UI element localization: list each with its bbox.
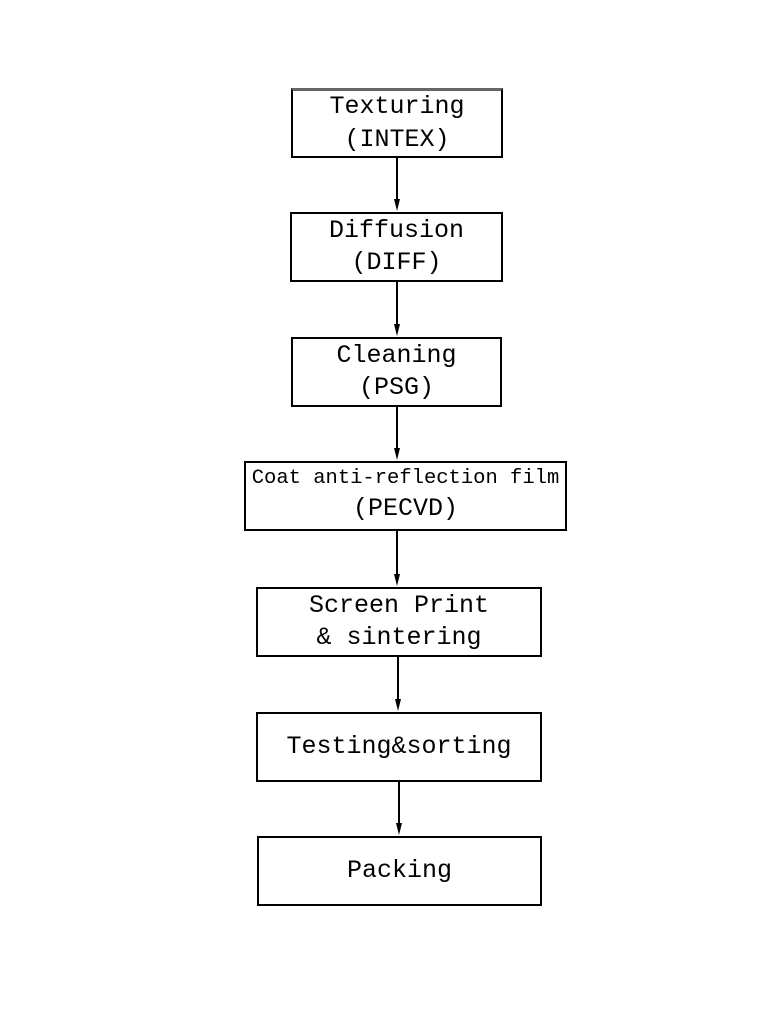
arrow-shaft [397,657,399,700]
arrow-screenprint-to-testing [393,657,403,711]
flow-node-sublabel: (PECVD) [352,494,459,524]
flow-node-sublabel: (DIFF) [351,248,442,277]
flow-node-packing: Packing [257,836,542,906]
flow-node-sublabel: (INTEX) [344,124,450,154]
arrow-down-icon [393,448,400,460]
arrow-shaft [396,282,398,325]
arrow-down-icon [393,324,400,336]
flow-node-label: Texturing [329,92,465,121]
arrow-shaft [398,781,400,824]
flow-node-label: Coat anti-reflection film [251,467,560,491]
arrow-down-icon [393,574,400,586]
flow-node-label: Testing&sorting [286,731,512,761]
arrow-down-icon [395,823,402,835]
flow-node-label: Packing [346,855,453,885]
flow-node-label: Cleaning [336,340,457,370]
flow-node-sublabel: & sintering [316,623,482,652]
flow-node-cleaning: Cleaning (PSG) [291,337,502,407]
flow-node-label: Diffusion [328,215,465,245]
arrow-cleaning-to-coating [392,407,402,460]
arrow-texturing-to-diffusion [392,158,402,211]
flow-node-screen-print: Screen Print & sintering [256,587,542,657]
flow-node-label: Screen Print [308,590,490,620]
arrow-down-icon [394,699,401,711]
flow-node-texturing: Texturing (INTEX) [291,88,503,158]
arrow-coating-to-screenprint [392,531,402,586]
arrow-diffusion-to-cleaning [392,282,402,336]
flow-node-sublabel: (PSG) [358,373,434,402]
arrow-down-icon [393,199,400,211]
flow-node-testing-sorting: Testing&sorting [256,712,542,782]
arrow-shaft [396,158,398,200]
flow-node-diffusion: Diffusion (DIFF) [290,212,503,282]
arrow-shaft [396,531,398,575]
arrow-testing-to-packing [394,781,404,835]
arrow-shaft [396,407,398,449]
flow-node-coat-anti-reflection: Coat anti-reflection film (PECVD) [244,461,567,531]
